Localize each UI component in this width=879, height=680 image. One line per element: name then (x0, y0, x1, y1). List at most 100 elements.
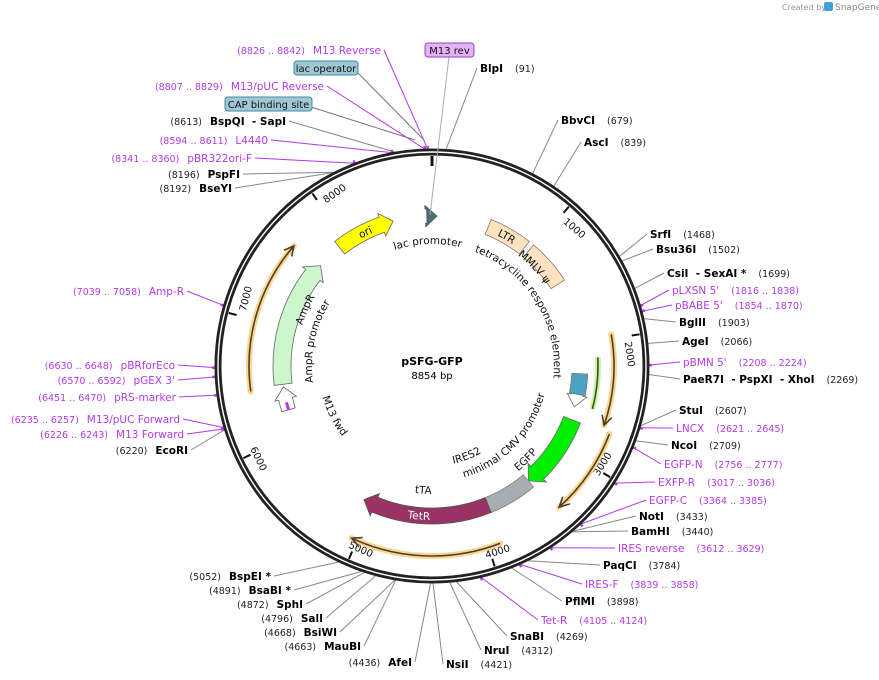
enzyme-site-label[interactable]: PaeR7I - PspXI - XhoI(2269) (683, 374, 858, 386)
enzyme-name: SphI (277, 599, 303, 611)
primer-label[interactable]: (6570 .. 6592)pGEX 3' (58, 375, 175, 387)
enzyme-site-label[interactable]: NotI(3433) (639, 511, 708, 523)
primer-label[interactable]: (8594 .. 8611)L4440 (160, 135, 268, 147)
feature-label-tetr[interactable]: TetR (406, 509, 431, 523)
enzyme-name: BsiWI (304, 627, 337, 639)
enzyme-position: (839) (621, 138, 647, 149)
enzyme-name: NruI (484, 645, 509, 657)
enzyme-position: (1468) (683, 230, 715, 241)
primer-name: L4440 (235, 135, 268, 147)
primer-label[interactable]: (6226 .. 6243)M13 Forward (40, 429, 184, 441)
enzyme-leader-line (414, 582, 432, 663)
primer-label[interactable]: (6451 .. 6470)pRS-marker (38, 392, 176, 404)
enzyme-site-label[interactable]: BglII(1903) (679, 317, 750, 329)
primer-label[interactable]: EGFP-C(3364 .. 3385) (649, 495, 767, 507)
enzyme-site-label[interactable]: (5052)BspEI * (189, 571, 271, 583)
enzyme-site-label[interactable]: CsiI - SexAI *(1699) (667, 268, 790, 280)
enzyme-name: NcoI (671, 440, 697, 452)
enzyme-site-label[interactable]: (8196)PspFI (168, 169, 240, 181)
primer-label[interactable]: pLXSN 5'(1816 .. 1838) (672, 285, 799, 297)
minimal-cmv-arrow (566, 392, 588, 408)
primer-range: (2208 .. 2224) (739, 358, 807, 369)
enzyme-site-label[interactable]: (6220)EcoRI (116, 445, 188, 457)
feature-box-lac-operator[interactable]: lac operator (293, 60, 425, 141)
plasmid-title: pSFG-GFP 8854 bp (401, 355, 463, 382)
primer-name: Amp-R (149, 286, 184, 298)
feature-label-lac-promoter[interactable]: lac promoter (392, 235, 464, 253)
feature-label-m13-fwd[interactable]: M13 fwd (319, 394, 349, 438)
primer-range: (1854 .. 1870) (735, 301, 803, 312)
primer-name: IRES reverse (618, 543, 685, 555)
primer-range: (3612 .. 3629) (697, 544, 765, 555)
enzyme-site-label[interactable]: AscI (839) (584, 137, 646, 149)
primer-label[interactable]: (6630 .. 6648)pBRforEco (45, 360, 175, 372)
enzyme-site-label[interactable]: (8192)BseYI (160, 183, 232, 195)
enzyme-site-label[interactable]: Bsu36I(1502) (656, 244, 740, 256)
primer-name: M13 Reverse (313, 45, 381, 57)
feature-label-ori[interactable]: ori (357, 224, 375, 241)
primer-name: LNCX (676, 423, 704, 435)
enzyme-name: AscI (584, 137, 609, 149)
enzyme-leader-line (553, 141, 582, 187)
enzyme-name: BamHI (631, 526, 670, 538)
primer-label[interactable]: EXFP-R(3017 .. 3036) (658, 477, 775, 489)
primer-label[interactable]: IRES reverse (3612 .. 3629) (618, 543, 764, 555)
enzyme-site-label[interactable]: PaqCI(3784) (603, 560, 680, 572)
enzyme-site-label[interactable]: NruI(4312) (484, 645, 553, 657)
primer-label[interactable]: (8807 .. 8829)M13/pUC Reverse (155, 81, 324, 93)
enzyme-site-label[interactable]: BamHI(3440) (631, 526, 713, 538)
primer-name: pRS-marker (114, 392, 177, 404)
enzyme-site-label[interactable]: (4668)BsiWI (264, 627, 337, 639)
feature-label-tta[interactable]: tTA (414, 484, 432, 497)
enzyme-name: StuI (679, 405, 703, 417)
enzyme-position: (4663) (284, 642, 316, 653)
primer-range: (2756 .. 2777) (715, 460, 783, 471)
enzyme-site-label[interactable]: StuI(2607) (679, 405, 747, 417)
feature-box-cap-binding-site[interactable]: CAP binding site (224, 96, 416, 141)
primer-label[interactable]: pBABE 5'(1854 .. 1870) (675, 300, 803, 312)
tetr-arrow (363, 492, 492, 525)
orf-arrow-left-head (283, 244, 295, 257)
primer-label[interactable]: (6235 .. 6257)M13/pUC Forward (11, 414, 180, 426)
primer-label[interactable]: IRES-F(3839 .. 3858) (585, 579, 698, 591)
enzyme-site-label[interactable]: (4663)MauBI (284, 641, 361, 653)
tick-mark (242, 453, 251, 460)
enzyme-site-label[interactable]: (4796)SalI (261, 613, 323, 625)
enzyme-leader-line (455, 581, 508, 637)
primer-label[interactable]: Tet-R(4105 .. 4124) (540, 615, 647, 627)
enzyme-site-label[interactable]: NsiI(4421) (446, 659, 512, 671)
primer-name: pBMN 5' (683, 357, 727, 369)
enzyme-site-label[interactable]: BlpI(91) (480, 63, 535, 75)
feature-box-m13-rev[interactable]: M13 rev (424, 42, 475, 216)
enzyme-site-label[interactable]: SrfI(1468) (650, 229, 715, 241)
primer-range: (3017 .. 3036) (707, 478, 775, 489)
primer-name: pBRforEco (121, 360, 175, 372)
primer-label[interactable]: (8826 .. 8842)M13 Reverse (237, 45, 381, 57)
enzyme-site-label[interactable]: NcoI(2709) (671, 440, 741, 452)
tick-mark (562, 206, 570, 214)
orf-arrow-right-lower (558, 433, 611, 508)
enzyme-position: (4891) (209, 586, 241, 597)
primer-label[interactable]: LNCX(2621 .. 2645) (676, 423, 784, 435)
enzyme-site-label[interactable]: BbvCI(679) (561, 115, 633, 127)
enzyme-leader-line (363, 579, 397, 647)
tick-label: 6000 (247, 445, 268, 473)
primer-label[interactable]: (7039 .. 7058)Amp-R (73, 286, 184, 298)
primer-name: EGFP-C (649, 495, 687, 507)
primer-label[interactable]: (8341 .. 8360)pBR322ori-F (111, 153, 252, 165)
enzyme-leader-line (445, 67, 478, 150)
primer-name: pBR322ori-F (187, 153, 252, 165)
primer-label[interactable]: pBMN 5' (2208 .. 2224) (683, 357, 807, 369)
m13-rev-label: M13 rev (429, 46, 470, 57)
enzyme-site-label[interactable]: AgeI(2066) (682, 336, 752, 348)
enzyme-site-label[interactable]: (4891)BsaBI * (209, 585, 291, 597)
enzyme-site-label[interactable]: (4436)AfeI (349, 657, 412, 669)
snapgene-logo-icon (824, 2, 833, 11)
enzyme-position: (1502) (708, 245, 740, 256)
enzyme-site-label[interactable]: SnaBI(4269) (510, 631, 588, 643)
enzyme-position: (5052) (189, 572, 221, 583)
enzyme-site-label[interactable]: (8613)BspQI - SapI (170, 116, 286, 128)
primer-label[interactable]: EGFP-N(2756 .. 2777) (664, 459, 782, 471)
enzyme-site-label[interactable]: (4872)SphI (237, 599, 303, 611)
enzyme-site-label[interactable]: PflMI(3898) (565, 596, 638, 608)
